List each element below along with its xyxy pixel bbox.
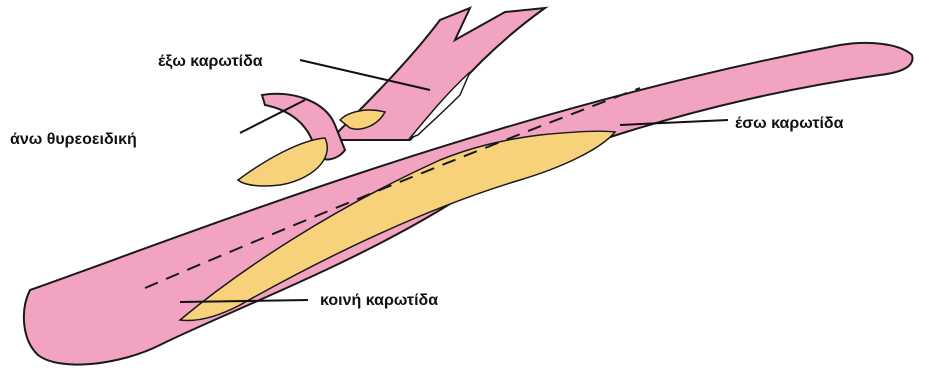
common-internal-carotid-vessel xyxy=(24,43,913,365)
label-common-carotid: κοινή καρωτίδα xyxy=(320,292,438,309)
label-superior-thyroid: άνω θυρεοειδική xyxy=(10,131,137,148)
label-internal-carotid: έσω καρωτίδα xyxy=(735,115,844,132)
plaque-thyroid-origin xyxy=(238,138,327,186)
label-external-carotid: έξω καρωτίδα xyxy=(158,53,263,70)
